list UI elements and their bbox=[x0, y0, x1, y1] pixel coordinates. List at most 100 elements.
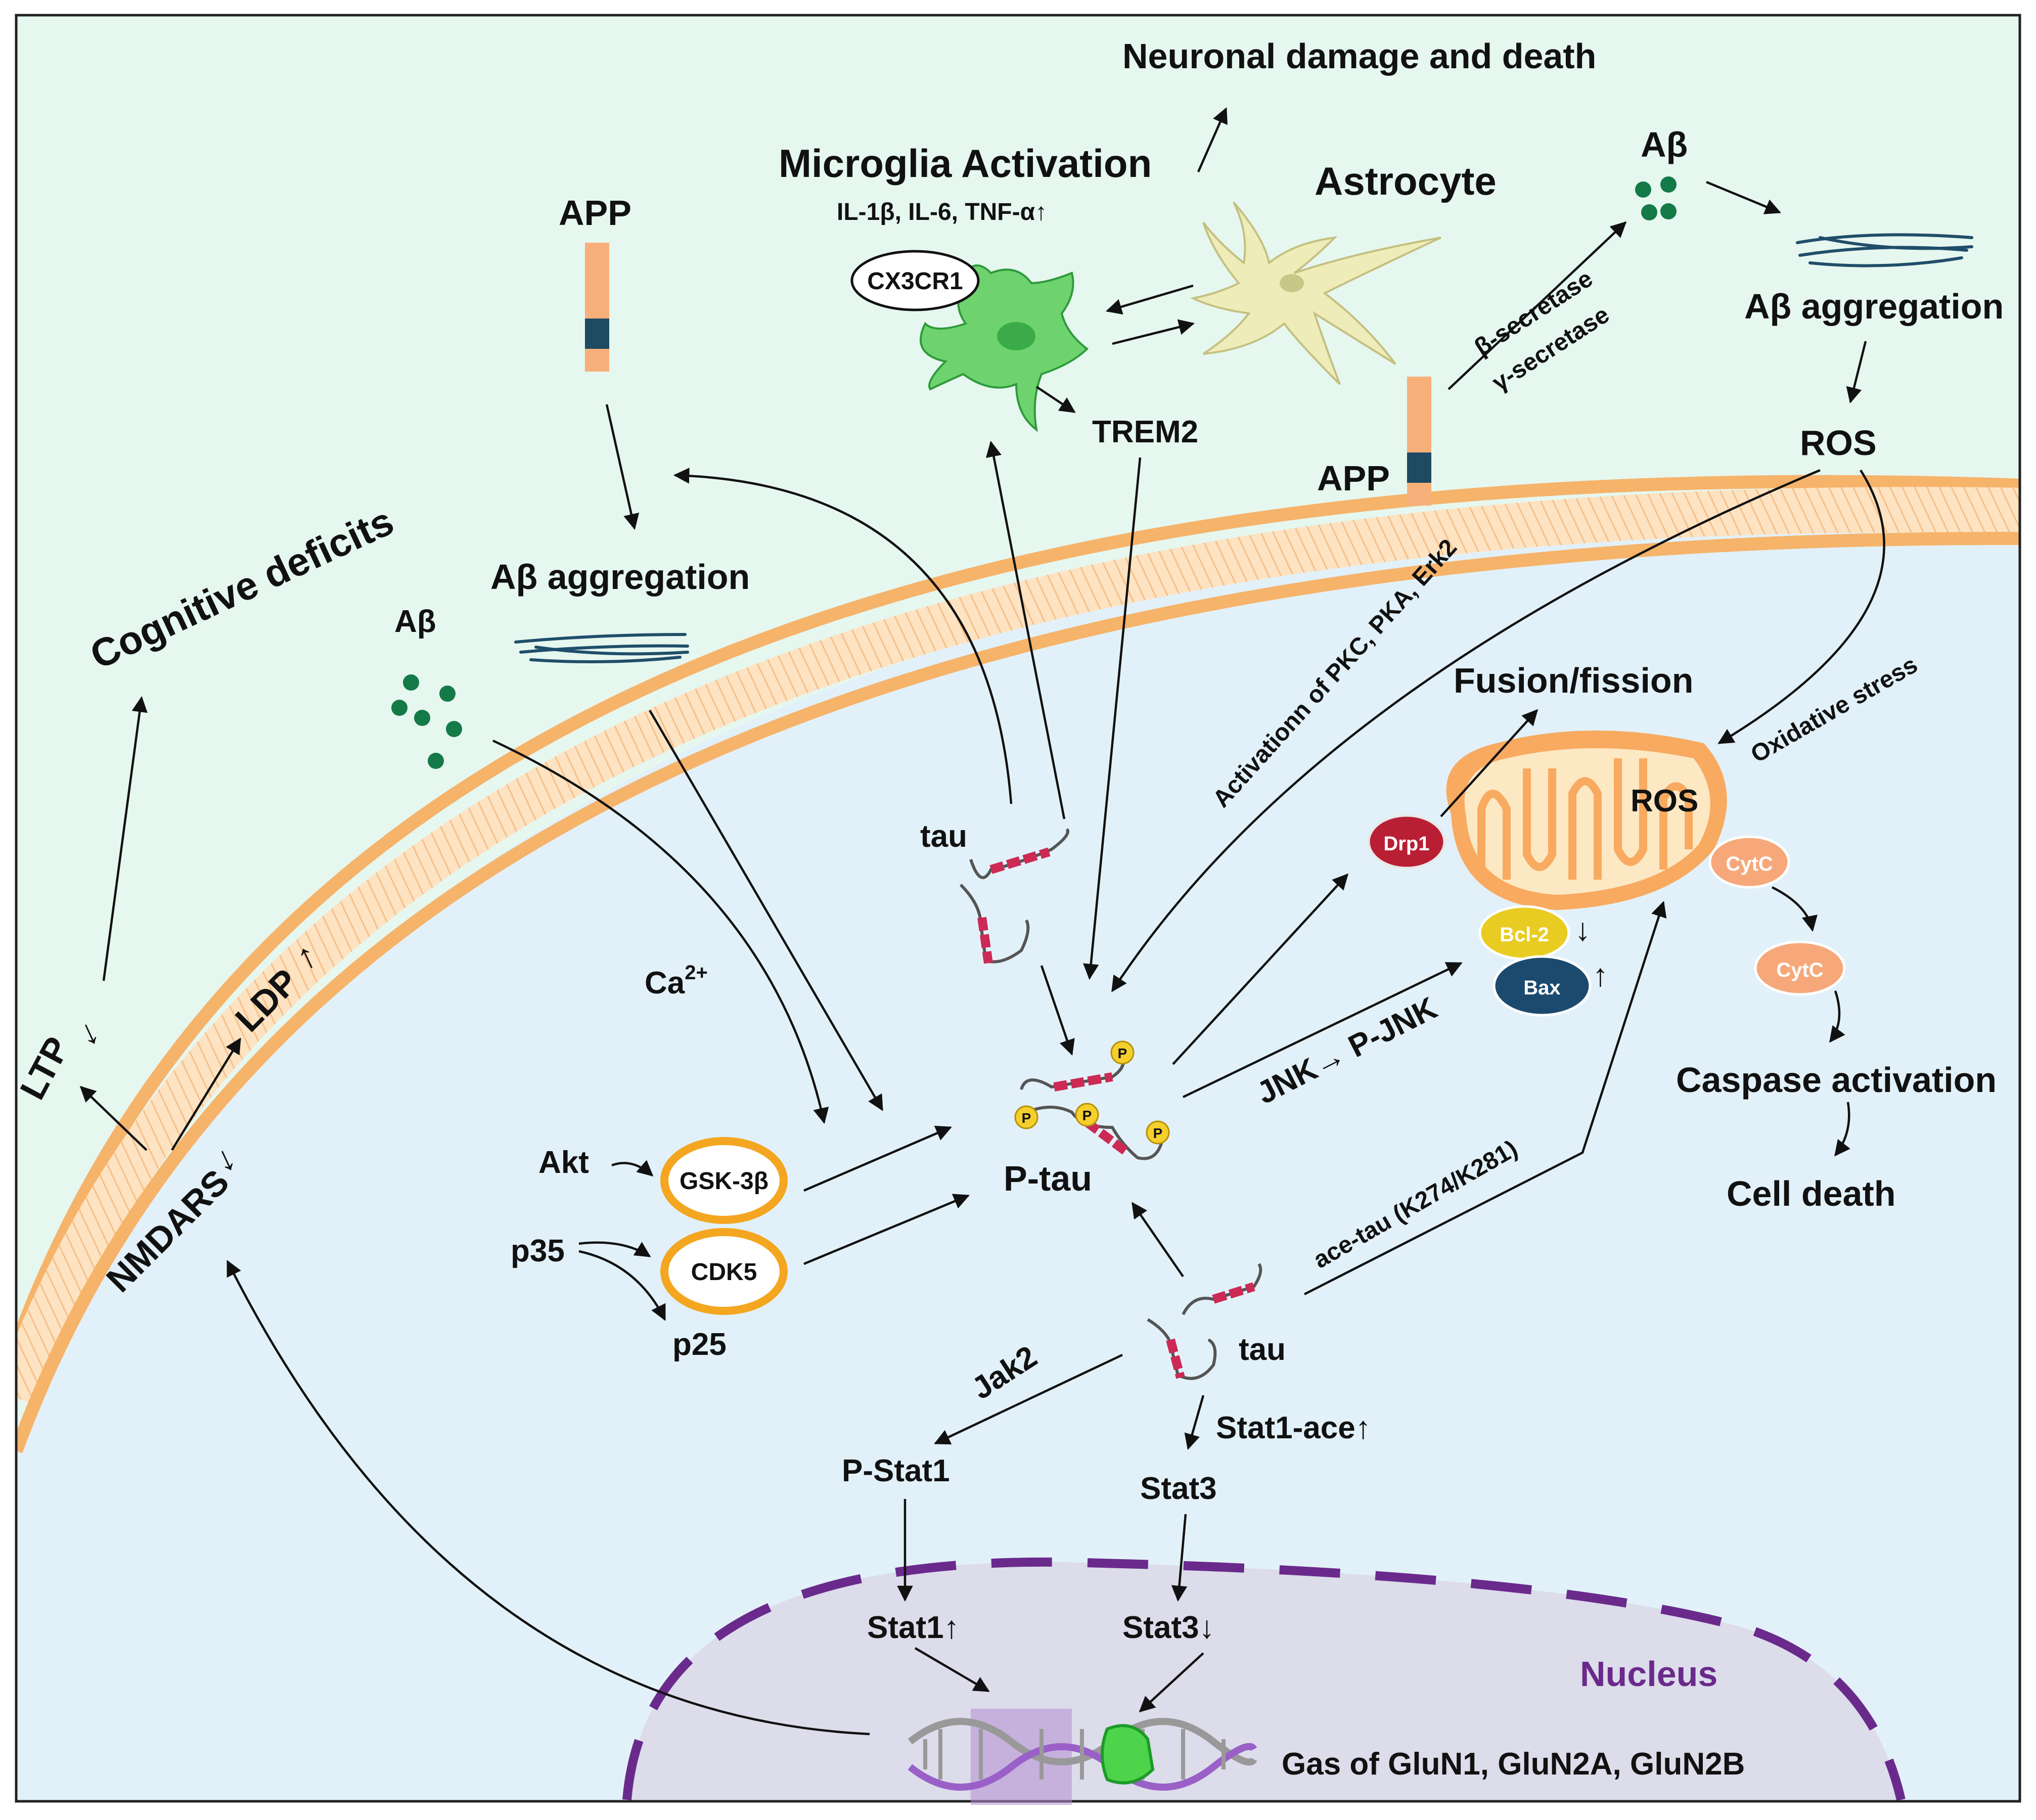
svg-text:Bax: Bax bbox=[1523, 977, 1560, 999]
arrow-tau-stat3 bbox=[1184, 1395, 1205, 1450]
arrow-microglia-trem2 bbox=[1035, 386, 1076, 413]
p25-label: p25 bbox=[672, 1327, 727, 1362]
abeta-top-dots bbox=[1635, 176, 1677, 220]
svg-text:CytC: CytC bbox=[1726, 853, 1773, 875]
p-stat1-label: P-Stat1 bbox=[842, 1453, 950, 1488]
membrane-lipid-tails bbox=[16, 487, 2020, 1406]
ros-top-label: ROS bbox=[1800, 423, 1877, 463]
akt-label: Akt bbox=[538, 1145, 589, 1180]
phosphate-2: P bbox=[1014, 1105, 1038, 1129]
svg-text:P: P bbox=[1082, 1108, 1092, 1123]
stat3-label: Stat3 bbox=[1140, 1471, 1217, 1506]
tau-top-label: tau bbox=[920, 819, 967, 854]
phosphate-4: P bbox=[1146, 1120, 1170, 1145]
cytc-protein-1: CytC bbox=[1708, 835, 1790, 889]
ptau-label: P-tau bbox=[1004, 1159, 1092, 1198]
arrow-abeta-aggregation-right bbox=[1706, 180, 1781, 214]
arrow-tau-pstat1 bbox=[934, 1353, 1123, 1445]
arrow-microglia-astrocyte bbox=[1112, 319, 1195, 345]
pathway-arrows bbox=[79, 107, 1885, 1736]
trem2-label: TREM2 bbox=[1092, 415, 1198, 449]
svg-text:Bcl-2: Bcl-2 bbox=[1500, 924, 1549, 946]
svg-text:P: P bbox=[1153, 1125, 1163, 1141]
arrow-tau-ptau bbox=[1040, 965, 1075, 1056]
gsk3b-kinase: GSK-3β bbox=[660, 1137, 788, 1224]
svg-text:P: P bbox=[1118, 1045, 1127, 1061]
svg-text:CDK5: CDK5 bbox=[691, 1259, 757, 1286]
app-right-bar bbox=[1407, 377, 1431, 506]
arrow-ros-ptau bbox=[1111, 469, 1821, 992]
bcl2-protein: Bcl-2 bbox=[1478, 905, 1570, 961]
stat3-down-label: Stat3↓ bbox=[1122, 1610, 1215, 1645]
arrow-stat1-dna bbox=[914, 1647, 990, 1692]
arrow-cytc-caspase bbox=[1829, 990, 1845, 1043]
nucleus-label: Nucleus bbox=[1580, 1654, 1717, 1694]
nucleus-envelope bbox=[622, 1557, 1906, 1801]
svg-text:GSK-3β: GSK-3β bbox=[680, 1168, 768, 1195]
cdk5-kinase: CDK5 bbox=[660, 1228, 788, 1315]
arrow-gsk-ptau bbox=[803, 1125, 952, 1192]
tau-top-chain bbox=[959, 828, 1069, 964]
arrow-ptau-jnk bbox=[1183, 962, 1463, 1099]
app-right-label: APP bbox=[1317, 459, 1390, 498]
bax-protein: Bax bbox=[1492, 955, 1592, 1017]
arrow-tau-microglia bbox=[985, 440, 1066, 820]
arrow-ltp-cognitive bbox=[102, 696, 148, 981]
tau-bottom-chain bbox=[1147, 1263, 1262, 1380]
neuronal-damage-label: Neuronal damage and death bbox=[1122, 36, 1596, 76]
calcium-label: Ca2+ bbox=[645, 962, 708, 1000]
arrow-cdk5-ptau bbox=[803, 1194, 970, 1265]
microglia-activation-label: Microglia Activation bbox=[779, 141, 1152, 186]
bax-up-arrow: ↑ bbox=[1593, 958, 1608, 993]
arrow-dna-nmdars bbox=[226, 1260, 870, 1736]
stat1-up-label: Stat1↑ bbox=[867, 1610, 960, 1645]
fusion-fission-label: Fusion/fission bbox=[1454, 661, 1693, 700]
drp1-protein: Drp1 bbox=[1367, 814, 1446, 870]
arrow-app-abeta bbox=[1447, 221, 1627, 390]
caspase-activation-label: Caspase activation bbox=[1676, 1060, 1997, 1100]
arrow-app-aggregation-left bbox=[605, 404, 640, 530]
arrow-tau-aggregation bbox=[673, 468, 1013, 804]
phosphate-1: P bbox=[1110, 1040, 1135, 1065]
arrow-trem2-ptau bbox=[1083, 457, 1142, 980]
cytokines-label: IL-1β, IL-6, TNF-α↑ bbox=[837, 199, 1047, 225]
app-left-bar bbox=[585, 243, 609, 372]
gene-expression-label: Gas of GluN1, GluN2A, GluN2B bbox=[1282, 1747, 1745, 1782]
abeta-aggregation-right-label: Aβ aggregation bbox=[1744, 287, 2004, 326]
arrow-drp1-fusion bbox=[1440, 709, 1539, 817]
arrow-aggregation-ptau bbox=[649, 709, 883, 1111]
dna-helix bbox=[908, 1709, 1257, 1805]
svg-text:P: P bbox=[1022, 1110, 1031, 1126]
microglia-cell bbox=[920, 264, 1089, 432]
app-left-label: APP bbox=[559, 193, 631, 233]
phosphate-3: P bbox=[1075, 1103, 1099, 1127]
arrow-astrocyte-microglia bbox=[1105, 284, 1194, 315]
arrow-caspase-death bbox=[1834, 1102, 1850, 1157]
mito-ros-label: ROS bbox=[1631, 784, 1698, 818]
arrow-p35-cdk5 bbox=[578, 1241, 651, 1257]
svg-text:CX3CR1: CX3CR1 bbox=[867, 268, 963, 295]
arrow-microglia-damage bbox=[1197, 107, 1228, 172]
cell-death-label: Cell death bbox=[1727, 1174, 1896, 1213]
abeta-left-dots bbox=[391, 674, 462, 769]
arrow-akt-gsk bbox=[611, 1160, 654, 1177]
arrow-cytc-release bbox=[1771, 886, 1818, 932]
cytc-protein-2: CytC bbox=[1754, 940, 1846, 996]
arrow-aggregation-ros bbox=[1846, 341, 1867, 404]
p35-label: p35 bbox=[511, 1234, 565, 1268]
arrow-nmdars-ltp bbox=[79, 1085, 148, 1151]
arrow-stat3-dna bbox=[1139, 1652, 1204, 1713]
membrane-inner-leaflet bbox=[16, 531, 2020, 1453]
membrane-outer-leaflet bbox=[16, 475, 2020, 1347]
phospho-groups: P P P P bbox=[1014, 1040, 1170, 1145]
arrow-ros-oxidative-stress bbox=[1717, 469, 1885, 744]
bcl2-down-arrow: ↓ bbox=[1575, 913, 1591, 947]
tau-bottom-label: tau bbox=[1239, 1332, 1286, 1367]
abeta-top-label: Aβ bbox=[1641, 125, 1688, 164]
arrow-tau-ptau-bottom bbox=[1132, 1202, 1184, 1278]
cx3cr1-receptor: CX3CR1 bbox=[850, 250, 980, 311]
arrow-abeta-ptau-1 bbox=[492, 739, 829, 1124]
abeta-aggregation-left-label: Aβ aggregation bbox=[490, 557, 750, 597]
astrocyte-cell bbox=[1190, 201, 1441, 385]
